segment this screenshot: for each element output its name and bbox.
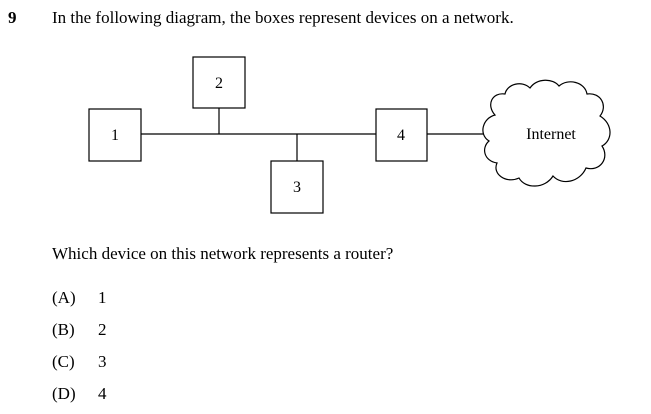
option-value: 4 xyxy=(98,384,107,403)
device-4-box xyxy=(375,108,428,162)
device-2-label: 2 xyxy=(215,75,223,92)
option-letter: (A) xyxy=(52,288,76,307)
network-lines xyxy=(141,108,486,161)
question-prompt: Which device on this network represents … xyxy=(52,244,394,263)
option-value: 3 xyxy=(98,352,107,371)
cloud-label: Internet xyxy=(526,126,576,143)
question-number: 9 xyxy=(8,8,17,27)
device-4-label: 4 xyxy=(397,127,405,144)
option-letter: (C) xyxy=(52,352,75,371)
device-3: 3 xyxy=(270,160,324,214)
device-3-box xyxy=(270,160,324,214)
device-4: 4 xyxy=(375,108,428,162)
internet-cloud: Internet xyxy=(482,79,611,187)
option-value: 1 xyxy=(98,288,107,307)
device-1-box xyxy=(88,108,142,162)
option-letter: (D) xyxy=(52,384,76,403)
option-a[interactable]: (A) 1 xyxy=(52,288,107,308)
option-b[interactable]: (B) 2 xyxy=(52,320,107,340)
device-2-box xyxy=(192,56,246,109)
option-d[interactable]: (D) 4 xyxy=(52,384,107,404)
option-value: 2 xyxy=(98,320,107,339)
device-1: 1 xyxy=(88,108,142,162)
device-1-label: 1 xyxy=(111,127,119,144)
device-3-label: 3 xyxy=(293,179,301,196)
question-stem: In the following diagram, the boxes repr… xyxy=(52,8,514,27)
option-letter: (B) xyxy=(52,320,75,339)
device-2: 2 xyxy=(192,56,246,109)
option-c[interactable]: (C) 3 xyxy=(52,352,107,372)
cloud-icon xyxy=(482,79,611,187)
